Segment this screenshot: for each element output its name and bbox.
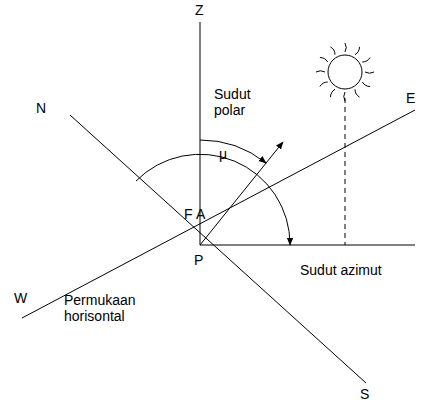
sun-ray xyxy=(355,47,360,55)
azimuth-angle-arc xyxy=(136,154,290,245)
axis-label: W xyxy=(14,290,27,306)
axis-label: N xyxy=(36,100,46,116)
axis-label: Permukaan horisontal xyxy=(64,292,156,324)
sun-ray xyxy=(331,47,336,55)
axis-label: E xyxy=(406,90,415,106)
axis-label: A xyxy=(196,206,205,222)
axis-label: S xyxy=(360,386,369,402)
sun-ray xyxy=(331,89,336,97)
sun-ray xyxy=(355,89,360,97)
horizontal-line xyxy=(200,245,415,246)
axis-label: F xyxy=(184,206,193,222)
sun-ray xyxy=(365,72,374,73)
sun-ray xyxy=(316,71,325,72)
axis-label: μ xyxy=(219,146,227,162)
sun-ray xyxy=(320,82,328,87)
sun-ray xyxy=(344,92,345,101)
axis-label: Sudut polar xyxy=(214,86,264,118)
north-south-axis xyxy=(70,115,366,383)
west-east-axis xyxy=(22,110,415,318)
axis-label: P xyxy=(194,252,203,268)
axis-label: Sudut azimut xyxy=(300,262,382,278)
sun-ray xyxy=(345,43,346,52)
sun-projection-line xyxy=(345,98,346,245)
sun-ray xyxy=(362,58,370,63)
sun-direction-arrow xyxy=(200,142,283,245)
sun-symbol xyxy=(316,43,374,101)
sun-ray xyxy=(320,58,328,63)
axis-label: Z xyxy=(195,2,204,18)
sun-ray xyxy=(362,82,370,87)
polar-angle-arc xyxy=(200,140,266,163)
